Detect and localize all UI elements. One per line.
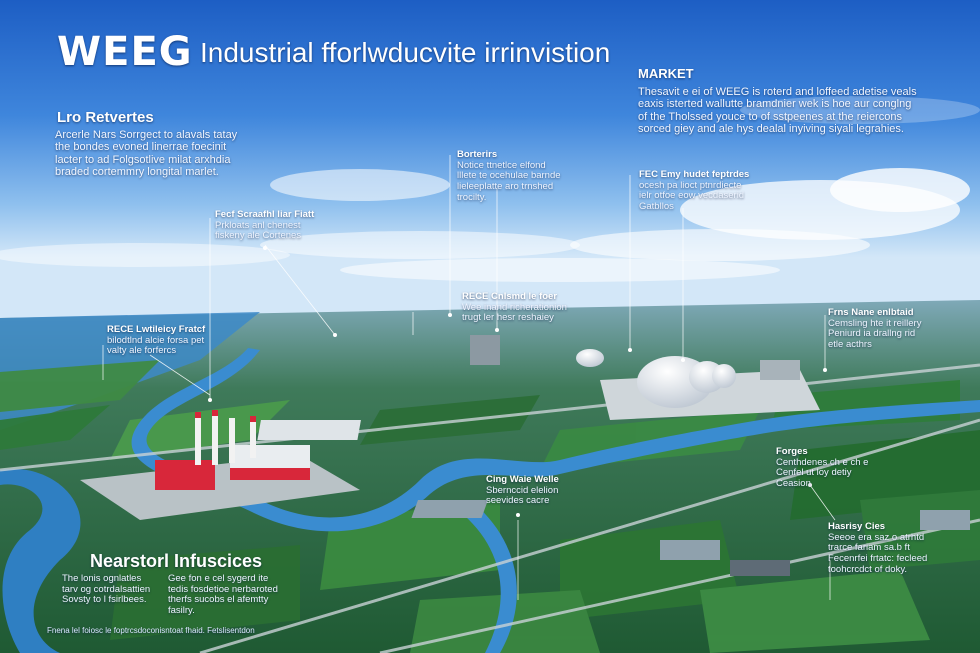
label-line: trarce fariam sa.b ft: [828, 542, 910, 554]
bottom-col2-line: fasilry.: [168, 604, 195, 616]
river-left: [0, 468, 81, 653]
market-paragraph: Thesavit e ei of WEEG is roterd and loff…: [638, 86, 958, 135]
label-borterirs: Borterirs Notice ttnetlce elfond lllete …: [457, 149, 577, 203]
label-fecf-scraafhl: Fecf Scraafhl liar Fiatt Prkloats anl ch…: [215, 209, 335, 242]
label-line: Fecenrfei frtatc: fecleed: [828, 552, 928, 564]
warehouse-building: [257, 420, 361, 440]
bottom-col2: Gee fon e cel sygerd ite tedis fosdetioe…: [168, 573, 298, 617]
label-line: Peniurd ia drallng rid: [828, 328, 916, 340]
label-line: Centhdenes ch e ch e: [776, 456, 869, 468]
bottom-col2-line: Gee fon e cel sygerd ite: [168, 573, 269, 584]
label-line: trocilty.: [457, 191, 487, 203]
label-line: Gatbllos: [639, 200, 674, 212]
left-panel-line: braded cortemmry longital marlet.: [55, 165, 219, 178]
market-line: sorced giey and ale hys dealal inyiving …: [638, 122, 904, 135]
label-line: Notice ttnetlce elfond: [457, 159, 546, 171]
label-line: Sbernccid elelion: [486, 484, 559, 496]
label-line: valty ale forfercs: [107, 345, 177, 357]
bottom-col1-line: Sovsty to l fsirlbees.: [62, 594, 147, 606]
label-line: Cemsling hte it reillery: [828, 317, 922, 329]
label-forges: Forges Centhdenes ch e ch e Cenfel ut lo…: [776, 446, 886, 490]
page-title: Industrial fforlwducvite irrinvistion: [200, 37, 611, 68]
label-title: RECE Lwtileicy Fratcf: [107, 324, 206, 335]
bottom-col1-line: tarv og cotrdalsattien: [62, 583, 151, 595]
label-line: lieleeplatte aro trnshed: [457, 180, 554, 192]
label-title: Fecf Scraafhl liar Fiatt: [215, 209, 315, 220]
power-plant-red: [80, 410, 360, 520]
left-panel-paragraph: Arcerle Nars Sorrgect to alavals tatay t…: [55, 129, 255, 178]
label-line: trugt ler hesr reshaiey: [462, 312, 554, 324]
brand-logo-text: WEEG: [57, 29, 193, 75]
river-branch: [458, 500, 517, 653]
footnote: Fnena lel foiosc le foptrcsdoconisntoat …: [47, 626, 255, 635]
label-line: ocesh pa lioct ptnrdiecte: [639, 179, 742, 191]
label-line: Wee inand richerationion: [462, 301, 567, 313]
label-title: FEC Emy hudet feptrdes: [639, 169, 750, 180]
label-hasrisy-cies: Hasrisy Cies Seeoe era saz o atrhtd trar…: [828, 521, 968, 575]
label-title: Frns Nane enlbtaid: [828, 307, 914, 318]
small-buildings: [411, 500, 970, 576]
label-title: Cing Waie Welle: [486, 474, 559, 485]
road-network: [0, 363, 980, 653]
market-line: Thesavit e ei of WEEG is roterd and loff…: [638, 86, 917, 98]
label-line: Ceasion: [776, 477, 811, 489]
left-panel-heading: Lro Retvertes: [57, 109, 154, 126]
label-line: ielr otfoe eow vecdaserid: [639, 190, 745, 202]
market-heading: MARKET: [638, 66, 694, 81]
left-panel-line: lacter to ad Folgsotlive milat arxhdia: [55, 153, 231, 166]
label-line: Prkloats anl chenest: [215, 219, 301, 231]
label-title: Forges: [776, 446, 808, 457]
dome-complex: [470, 335, 820, 420]
label-line: fiskeny ale Cortenes: [215, 230, 302, 242]
bottom-col1: The lonis ognlatles tarv og cotrdalsatti…: [62, 573, 162, 606]
label-title: Borterirs: [457, 149, 498, 160]
label-rece-cnlsmd: RECE Cnlsmd le foer Wee inand richeratio…: [462, 291, 577, 324]
label-line: Cenfel ut loy detiy: [776, 467, 852, 479]
label-title: RECE Cnlsmd le foer: [462, 291, 558, 302]
callout-dots: [208, 246, 827, 517]
left-panel-line: Arcerle Nars Sorrgect to alavals tatay: [55, 129, 238, 141]
label-line: toohcrcdct of doky.: [828, 563, 908, 575]
label-fec-emy: FEC Emy hudet feptrdes ocesh pa lioct pt…: [639, 169, 764, 213]
label-cing-waie: Cing Waie Welle Sbernccid elelion seevid…: [486, 474, 596, 507]
label-line: seevides cacre: [486, 495, 550, 507]
market-line: of the Tholssed youce to of sstpeenes at…: [638, 110, 902, 123]
market-line: eaxis isterted wallutte bramdnier wek is…: [638, 98, 912, 111]
bottom-col2-line: tedis fosdetioe nerbaroted: [168, 583, 278, 595]
label-line: etle acthrs: [828, 338, 872, 350]
left-panel-line: the bondes evoned linerrae foecinit: [55, 141, 227, 154]
bottom-heading: Nearstorl Infuscices: [90, 551, 263, 571]
label-line: bilodtlnd alcie forsa pet: [107, 334, 205, 346]
label-line: Seeoe era saz o atrhtd: [828, 531, 925, 543]
callout-lines: [102, 155, 836, 600]
label-line: lllete te ocehulae barnde: [457, 170, 561, 182]
bottom-col2-line: therfs sucobs el afemtty: [168, 594, 269, 606]
label-rece-lwtileicy: RECE Lwtileicy Fratcf bilodtlnd alcie fo…: [107, 324, 217, 357]
label-title: Hasrisy Cies: [828, 521, 886, 532]
bottom-col1-line: The lonis ognlatles: [62, 573, 142, 584]
label-frns-nane: Frns Nane enlbtaid Cemsling hte it reill…: [828, 307, 938, 351]
